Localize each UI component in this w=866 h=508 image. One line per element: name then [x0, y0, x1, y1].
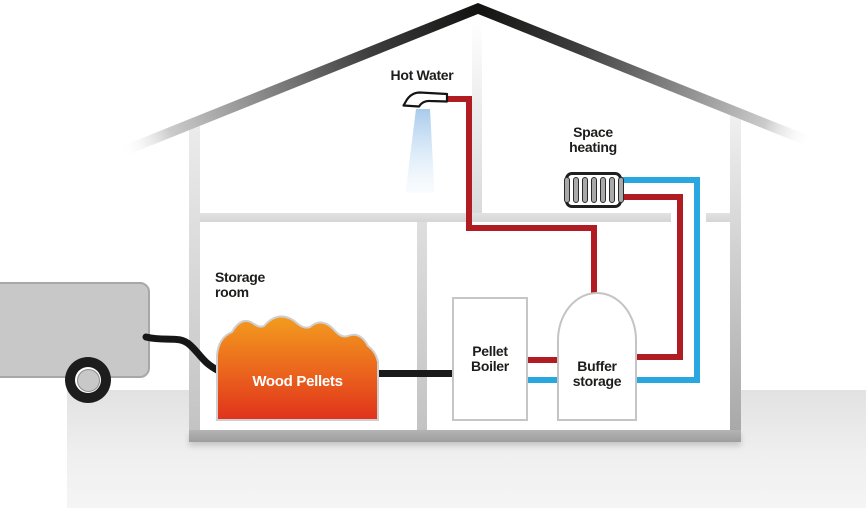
buffer-storage-label-line1: Buffer	[577, 358, 617, 374]
return-pipe-radiator	[622, 177, 700, 183]
space-heating-label-line1: Space	[573, 124, 613, 140]
hot-water-pipe-to-buffer	[591, 225, 597, 300]
hot-water-pipe-top	[446, 96, 472, 102]
truck-wheel-hub	[76, 368, 100, 392]
hot-water-pipe-horizontal	[466, 225, 597, 231]
radiator-bar	[563, 177, 570, 203]
pellet-boiler: Pellet Boiler	[452, 297, 528, 421]
boiler-to-buffer-pipe	[526, 357, 561, 363]
upstairs-center-wall	[472, 20, 482, 213]
radiator-bar	[599, 177, 606, 203]
buffer-storage-label-line2: storage	[572, 373, 622, 389]
heating-supply-pipe-buffer	[635, 354, 683, 360]
truck-wheel	[65, 357, 111, 403]
pellet-boiler-label: Pellet Boiler	[471, 344, 509, 374]
interior-wall	[417, 222, 427, 430]
ground-floor-slab	[189, 430, 741, 442]
storage-room-label: Storage room	[215, 270, 295, 300]
buffer-storage-label: Buffer storage	[572, 358, 622, 389]
return-pipe-riser	[694, 177, 700, 383]
radiator-bar	[572, 177, 579, 203]
space-heating-label: Space heating	[553, 125, 633, 155]
right-wall	[730, 112, 741, 442]
shower-head-icon	[402, 91, 449, 108]
radiator-bars	[563, 177, 624, 203]
wood-pellets-label: Wood Pellets	[252, 373, 343, 390]
radiator-bar	[581, 177, 588, 203]
radiator-bar	[608, 177, 615, 203]
roof-right-slope	[478, 3, 812, 148]
pellet-boiler-label-line1: Pellet	[472, 343, 508, 359]
storage-room-label-line2: room	[215, 284, 249, 300]
truck-wheel-ring	[75, 367, 101, 393]
heating-supply-pipe-radiator	[622, 194, 683, 200]
radiator-bar	[617, 177, 624, 203]
storage-room-label-line1: Storage	[215, 269, 266, 285]
hot-water-label: Hot Water	[390, 67, 454, 83]
space-heating-label-line2: heating	[569, 139, 617, 155]
pellet-boiler-label-line2: Boiler	[471, 358, 509, 374]
radiator-bar	[590, 177, 597, 203]
second-floor-slab-right	[706, 213, 730, 222]
hot-water-pipe-riser	[466, 96, 472, 231]
left-wall	[189, 122, 200, 442]
wood-pellets-shape	[216, 315, 379, 421]
heating-supply-pipe-riser	[677, 194, 683, 360]
second-floor-slab-left	[200, 213, 671, 222]
pellet-feed-pipe	[375, 370, 455, 377]
radiator-icon	[563, 172, 624, 208]
buffer-storage-tank: Buffer storage	[557, 292, 637, 421]
wood-pellets-pile	[216, 315, 379, 421]
